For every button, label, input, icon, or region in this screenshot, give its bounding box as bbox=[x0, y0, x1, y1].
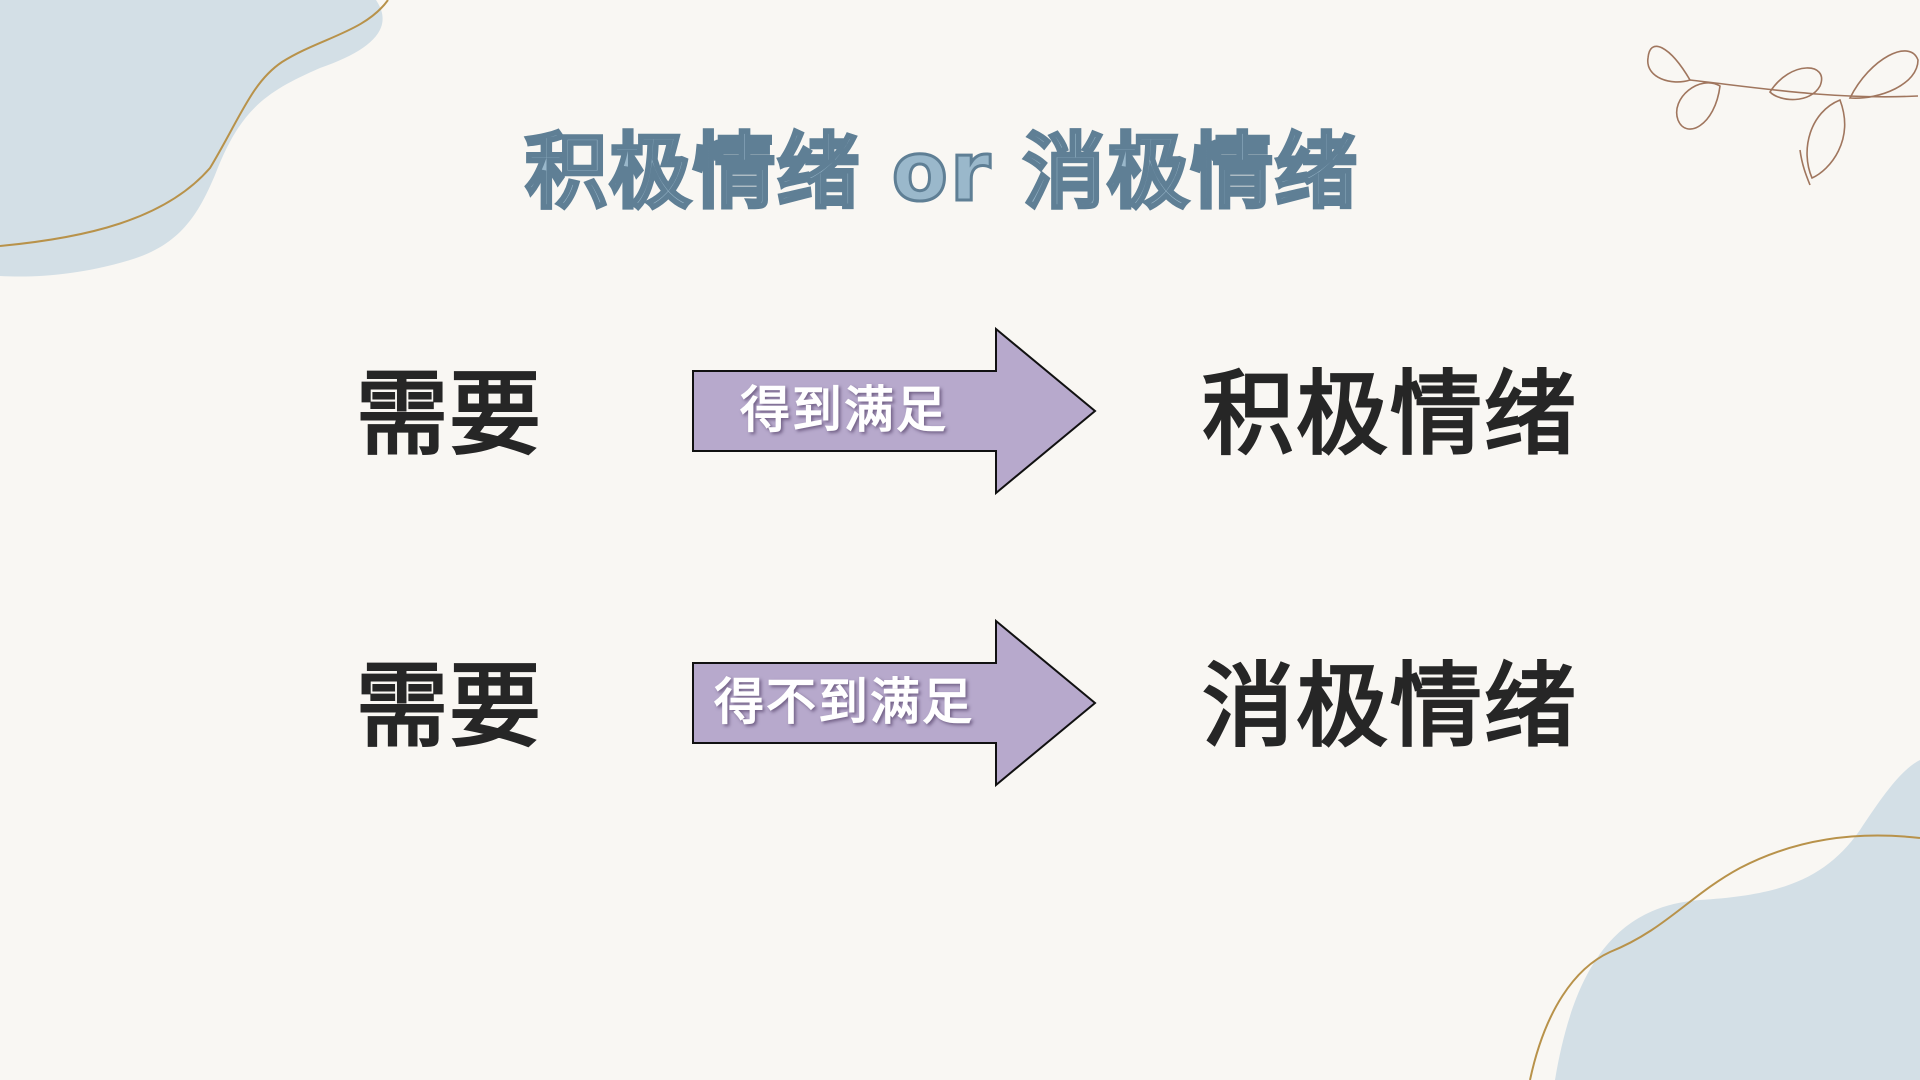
arrow-label: 得不到满足 bbox=[714, 673, 974, 731]
need-label: 需要 bbox=[356, 653, 543, 760]
slide-title-text: 积极情绪 or 消极情绪 bbox=[524, 124, 1359, 222]
need-label: 需要 bbox=[356, 361, 543, 468]
leaf-branch-decoration bbox=[1647, 45, 1919, 186]
negative-emotion-label: 消极情绪 bbox=[1202, 653, 1579, 760]
positive-emotion-label: 积极情绪 bbox=[1202, 361, 1579, 468]
need-unsatisfied-row: 需要 得不到满足 消极情绪 bbox=[0, 617, 1920, 797]
arrow-label: 得到满足 bbox=[740, 381, 948, 439]
bottom-right-blob bbox=[1555, 760, 1920, 1080]
top-left-blob bbox=[0, 0, 383, 277]
right-arrow-icon bbox=[692, 618, 1097, 788]
arrow-shape: 得到满足 bbox=[690, 325, 1100, 497]
need-satisfied-row: 需要 得到满足 积极情绪 bbox=[0, 325, 1920, 505]
bottom-right-gold-line bbox=[1529, 834, 1920, 1080]
top-left-gold-line bbox=[0, 0, 389, 247]
slide-title: 积极情绪 or 消极情绪 bbox=[0, 118, 1920, 228]
arrow-shape: 得不到满足 bbox=[690, 617, 1100, 789]
right-arrow-icon bbox=[692, 326, 1097, 496]
